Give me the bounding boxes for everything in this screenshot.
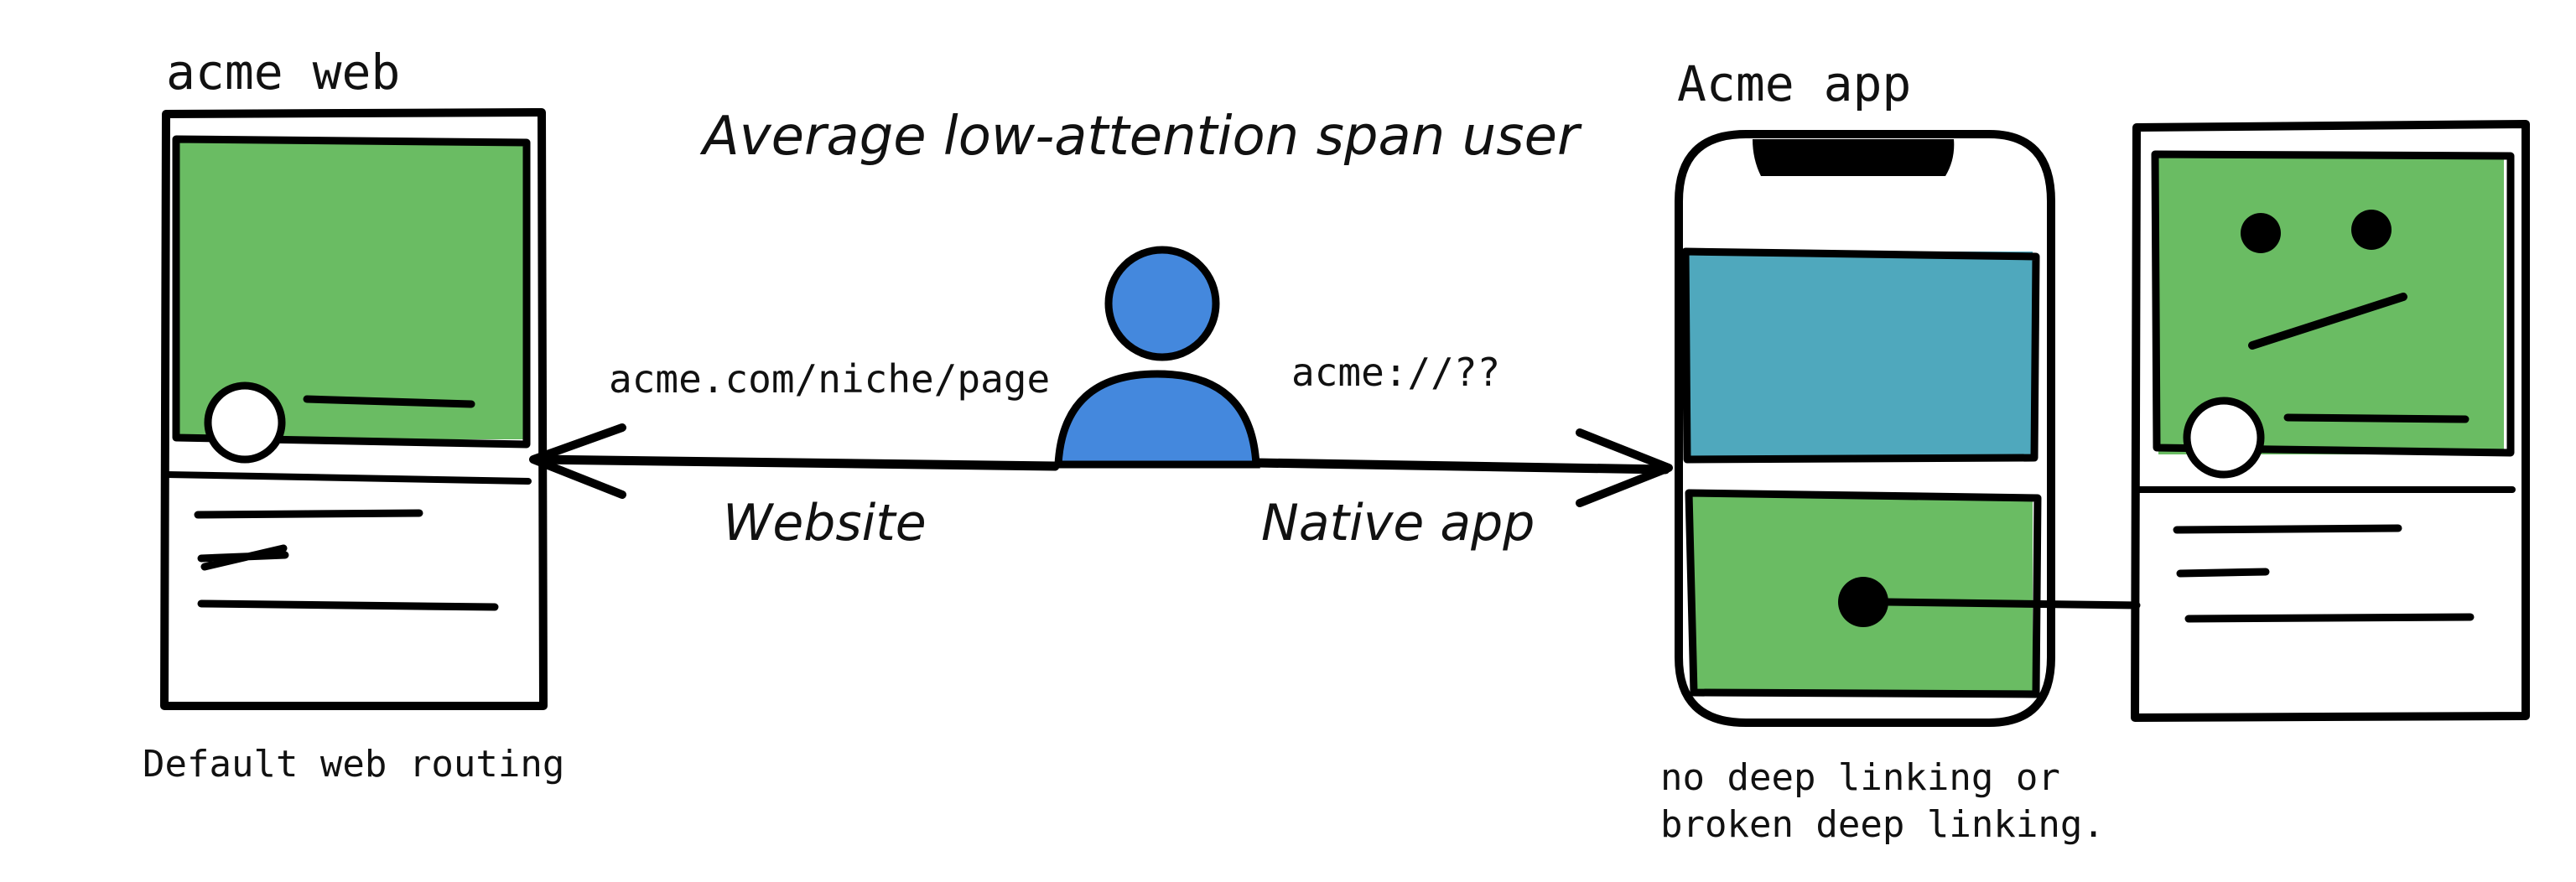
user-body	[1054, 370, 1260, 469]
phone-sketch	[1675, 130, 2141, 727]
website-arrow	[529, 423, 1060, 499]
web-title: acme web	[166, 44, 400, 101]
native-app-arrow	[1251, 428, 1673, 507]
phone-notch	[1753, 139, 1955, 176]
target-eye-left	[2241, 213, 2281, 253]
web-routing-caption: Default web routing	[143, 743, 564, 786]
user-figure	[1054, 246, 1260, 469]
phone-teal-panel	[1685, 252, 2033, 459]
target-eye-right	[2351, 210, 2392, 250]
website-label: Website	[723, 494, 927, 553]
web-avatar-circle	[204, 381, 286, 464]
deep-link-caption-line1: no deep linking or	[1660, 756, 2060, 799]
phone-link-dot	[1838, 577, 1888, 627]
app-url-label: acme://??	[1291, 350, 1500, 395]
web-page-sketch	[160, 108, 548, 710]
app-title: Acme app	[1677, 55, 1911, 112]
user-caption: Average low-attention span user	[699, 106, 1582, 168]
target-avatar-circle	[2183, 397, 2265, 479]
deep-link-caption-line2: broken deep linking.	[1660, 803, 2105, 846]
native-app-label: Native app	[1261, 494, 1535, 553]
web-url-label: acme.com/niche/page	[609, 356, 1050, 402]
target-page-sketch	[2131, 120, 2530, 722]
user-head	[1104, 246, 1220, 361]
